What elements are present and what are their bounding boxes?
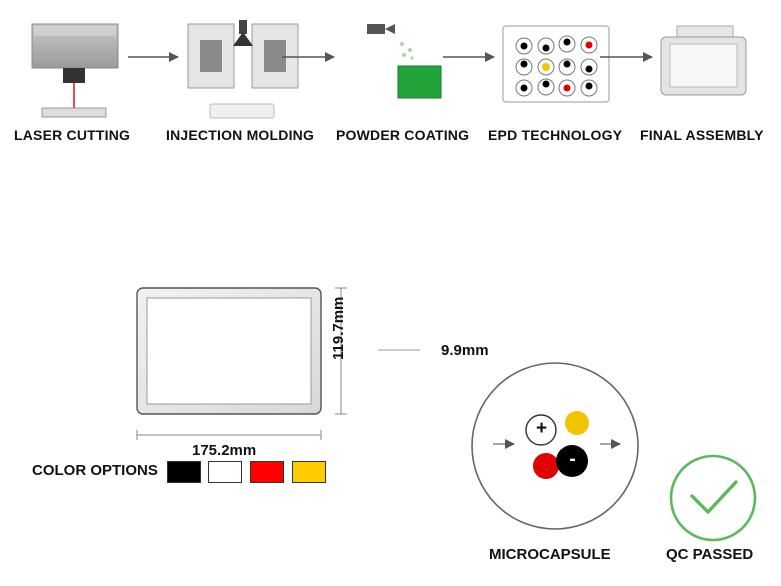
width-label: 175.2mm — [192, 442, 257, 459]
final-assembly-illustration — [660, 25, 747, 96]
step-label-final-assembly: FINAL ASSEMBLY — [640, 127, 764, 143]
step-label-powder-coating: POWDER COATING — [336, 127, 470, 143]
red-particle — [533, 453, 559, 479]
negative-particle — [556, 445, 588, 477]
microcapsule-label: MICROCAPSULE — [489, 546, 611, 563]
thickness-label: 9.9mm — [441, 342, 489, 359]
height-dimension-line — [335, 287, 347, 415]
injection-nozzle — [233, 32, 253, 46]
injection-molding-illustration — [187, 20, 299, 119]
step-label-laser-cutting: LASER CUTTING — [14, 127, 131, 143]
spray-gun-icon — [385, 24, 395, 34]
laser-cutting-illustration — [31, 23, 119, 118]
color-swatch-yellow[interactable] — [292, 461, 326, 483]
qc-passed-label: QC PASSED — [666, 546, 754, 563]
device-front-view — [136, 287, 322, 415]
color-swatch-white[interactable] — [208, 461, 242, 483]
qc-check-icon — [669, 454, 757, 542]
positive-particle — [525, 414, 557, 446]
powder-coating-illustration — [367, 24, 442, 99]
width-dimension-line — [136, 430, 322, 440]
yellow-particle — [565, 411, 589, 435]
color-swatch-black[interactable] — [167, 461, 201, 483]
minus-symbol: - — [569, 449, 576, 470]
color-swatch-red[interactable] — [250, 461, 284, 483]
color-options-label: COLOR OPTIONS — [32, 462, 158, 479]
epd-technology-illustration — [502, 25, 610, 103]
step-label-epd-technology: EPD TECHNOLOGY — [488, 127, 623, 143]
plus-symbol: + — [535, 418, 548, 439]
height-label: 119.7mm — [330, 296, 347, 360]
step-label-injection-molding: INJECTION MOLDING — [166, 127, 315, 143]
microcapsule-illustration — [471, 362, 639, 530]
